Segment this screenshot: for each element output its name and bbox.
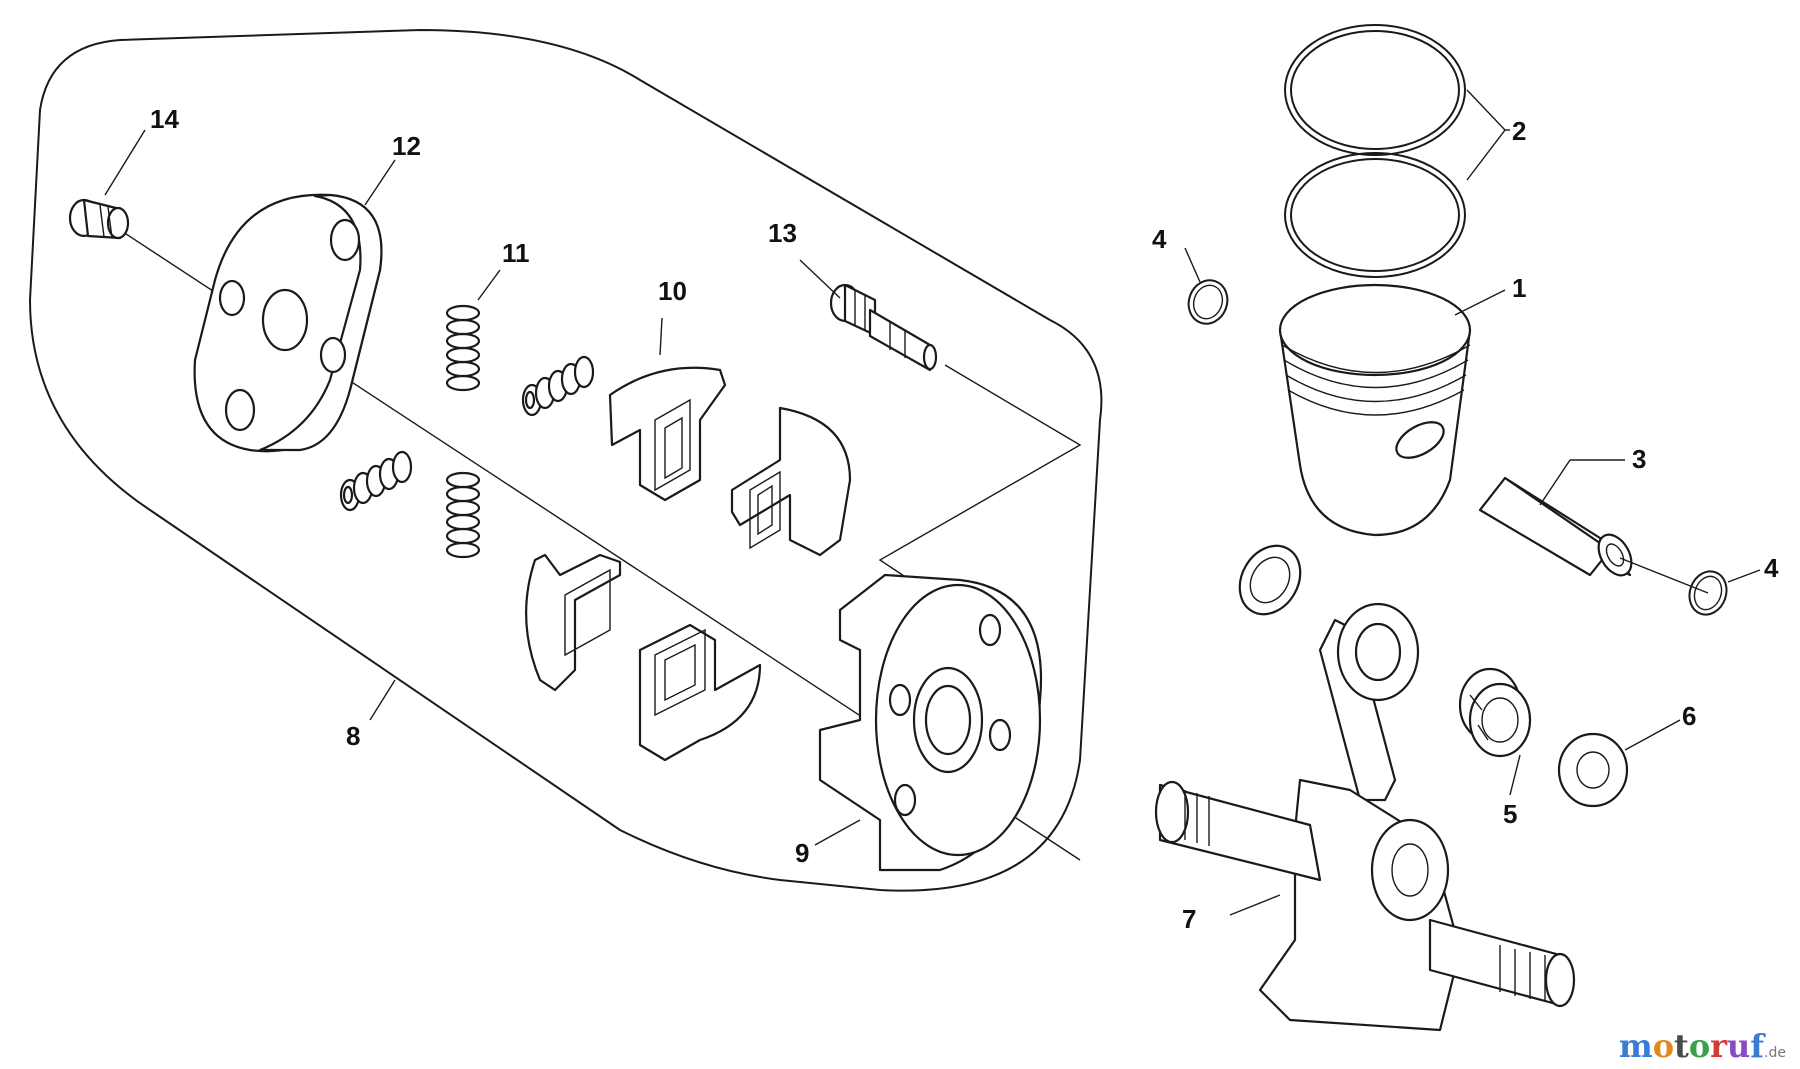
clutch-shoe-1 (608, 366, 727, 502)
part-label-11: 11 (502, 238, 530, 268)
leader-lines (104, 89, 1761, 916)
watermark-letter: m (1618, 1027, 1653, 1065)
part-label-8: 8 (346, 721, 360, 751)
bolt-part (829, 283, 938, 372)
piston-part (1278, 283, 1472, 537)
clutch-group-outline (29, 29, 1103, 892)
axis-line-bolt (878, 364, 1082, 601)
spring-part-1 (445, 304, 481, 392)
watermark-letters: motoruf (1619, 1027, 1764, 1065)
spring-part-2 (521, 355, 595, 417)
spring-part-3 (339, 450, 413, 512)
part-label-13: 13 (768, 218, 797, 248)
piston-ring-lower (1284, 152, 1466, 278)
needle-bearing-part (1458, 667, 1532, 758)
part-label-5: 5 (1503, 799, 1517, 829)
piston-ring-upper-inner (1290, 30, 1460, 150)
clutch-shoe-3 (525, 553, 622, 692)
part-label-14: 14 (150, 104, 179, 134)
watermark-letter: f (1750, 1027, 1765, 1065)
piston-ring-upper (1284, 24, 1466, 156)
motoruf-watermark-logo: motoruf.de (1619, 1027, 1786, 1065)
piston-ring-lower-inner (1290, 158, 1460, 272)
part-label-7: 7 (1182, 904, 1196, 934)
part-label-10: 10 (658, 276, 687, 306)
circlip-upper (1187, 279, 1229, 325)
spring-part-4 (445, 471, 481, 559)
watermark-letter: o (1688, 1027, 1711, 1065)
watermark-letter: r (1710, 1027, 1728, 1065)
part-label-6: 6 (1682, 701, 1696, 731)
part-label-4-lower: 4 (1764, 553, 1779, 583)
crankshaft-part (1154, 602, 1576, 1032)
watermark-suffix: .de (1764, 1045, 1786, 1061)
clutch-shoe-4 (638, 623, 762, 762)
washer-plate-part (193, 193, 383, 453)
pin-axis-line (1619, 557, 1709, 594)
piston-pin-part (1478, 476, 1633, 577)
piston-rings (1284, 24, 1466, 278)
part-label-4-upper: 4 (1152, 224, 1167, 254)
part-label-12: 12 (392, 131, 421, 161)
thrust-washer-part (1557, 732, 1629, 808)
watermark-letter: t (1674, 1027, 1689, 1065)
seal-washer-part (1238, 544, 1302, 616)
part-label-9: 9 (795, 838, 809, 868)
screw-part (68, 198, 130, 240)
part-label-1: 1 (1512, 273, 1526, 303)
clutch-shoe-2 (730, 406, 852, 557)
part-label-3: 3 (1632, 444, 1646, 474)
watermark-letter: u (1727, 1027, 1751, 1065)
part-label-2: 2 (1512, 116, 1526, 146)
clutch-hub-part (818, 573, 1043, 872)
watermark-letter: o (1652, 1027, 1675, 1065)
clutch-assembly-group (29, 29, 1103, 892)
